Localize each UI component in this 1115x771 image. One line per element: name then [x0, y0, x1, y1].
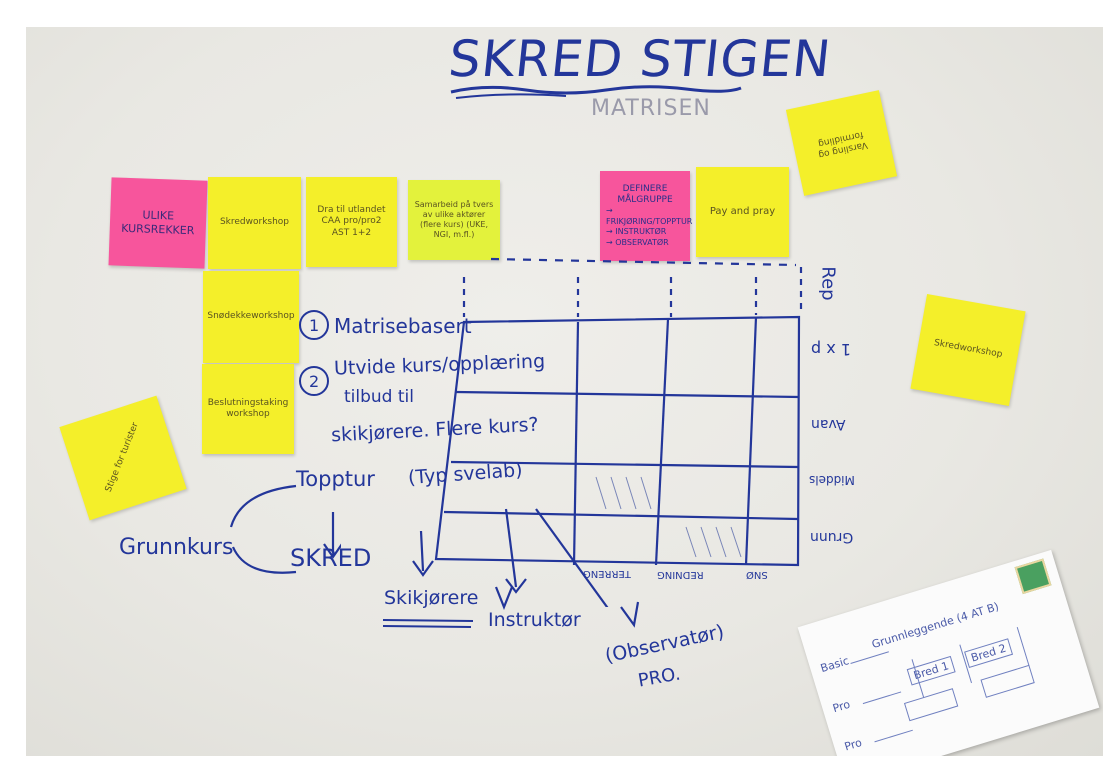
matrix-row-label: Grunn [810, 529, 854, 545]
sticky-note-text: Skredworkshop [219, 217, 290, 228]
double-underline [382, 619, 474, 628]
sticky-note-text: Snødekkeworkshop [207, 311, 295, 322]
sticky-note: Skredworkshop [910, 294, 1026, 406]
arrow-target-3-line-2: PRO. [636, 663, 683, 692]
svg-text:1: 1 [309, 316, 319, 335]
sticky-note: Samarbeid på tvers av ulike aktører (fle… [408, 180, 500, 260]
sticky-note: Beslutningstaking workshop [202, 364, 294, 454]
sticky-note-list-item: → FRIKJØRING/TOPPTUR [606, 206, 693, 226]
list-number-circles: 1 2 [299, 310, 329, 396]
sticky-note: Pay and pray [696, 167, 789, 257]
sticky-note: DEFINERE MÅLGRUPPE → FRIKJØRING/TOPPTUR … [600, 171, 692, 261]
stamp-icon [1014, 558, 1052, 595]
list-item-2-line-2: tilbud til [344, 387, 414, 407]
matrix-row-label: Middels [809, 473, 855, 487]
sticky-note: Dra til utlandet CAA pro/pro2 AST 1+2 [306, 177, 397, 267]
sticky-note-text: Samarbeid på tvers av ulike aktører (fle… [414, 200, 494, 239]
flow-connectors [229, 484, 341, 574]
matrix-drawing [434, 257, 803, 607]
paper-side-label: Pro [842, 735, 864, 754]
sticky-note-list-item: → INSTRUKTØR [606, 227, 667, 237]
paper-sheet: Grunnleggende (4 AT B) Bred 1 Bred 2 Bas… [797, 549, 1100, 756]
matrix-row-label: Rep [817, 266, 839, 301]
board-title: SKRED STIGEN [445, 30, 835, 88]
sticky-note-text: Pay and pray [709, 205, 776, 217]
sticky-note: Stige for turister [59, 395, 187, 521]
paper-diagram-lines [850, 627, 1035, 743]
board-subtitle: MATRISEN [591, 96, 711, 121]
arrow-target-1: Skikjørere [384, 587, 479, 609]
matrix-row-label: Avan [811, 416, 846, 432]
svg-text:2: 2 [309, 372, 319, 391]
sticky-note-text: ULIKE KURSREKKER [120, 208, 195, 238]
matrix-column-label: REDNING [657, 569, 704, 580]
arrow-heads [494, 586, 640, 628]
whiteboard-paper: SKRED STIGEN MATRISEN ULIKE KURSREKKER S… [26, 27, 1103, 756]
flow-node-left: Grunnkurs [119, 535, 234, 560]
arrow-target-2: Instruktør [488, 609, 581, 631]
paper-side-label: Basic [818, 654, 851, 676]
list-item-1: Matrisebasert [334, 314, 472, 338]
sticky-note-text: Dra til utlandet CAA pro/pro2 AST 1+2 [317, 205, 386, 238]
sticky-note-text: Skredworkshop [933, 338, 1003, 361]
paper-side-label: Pro [831, 697, 852, 716]
sticky-note-text: Varsling og formidling [817, 128, 869, 160]
sticky-note-list-item: → OBSERVATØR [606, 237, 669, 247]
sticky-note-text: Beslutningstaking workshop [207, 397, 289, 419]
sticky-note: Snødekkeworkshop [203, 271, 299, 363]
sticky-note: Skredworkshop [208, 177, 301, 269]
sticky-note: ULIKE KURSREKKER [108, 177, 208, 269]
sticky-note-text: Stige for turister [103, 421, 141, 494]
flow-node-top: Topptur [296, 467, 375, 491]
sticky-note-title: DEFINERE MÅLGRUPPE [617, 183, 673, 206]
arrow-down-icon [412, 530, 434, 577]
flow-node-bottom: SKRED [290, 544, 372, 572]
matrix-column-label: SNØ [746, 569, 768, 580]
matrix-row-label: 1 x p [811, 340, 851, 359]
sticky-note-list: → FRIKJØRING/TOPPTUR → INSTRUKTØR → OBSE… [606, 206, 692, 248]
sticky-note: Varsling og formidling [785, 90, 898, 196]
title-underline [450, 85, 742, 99]
